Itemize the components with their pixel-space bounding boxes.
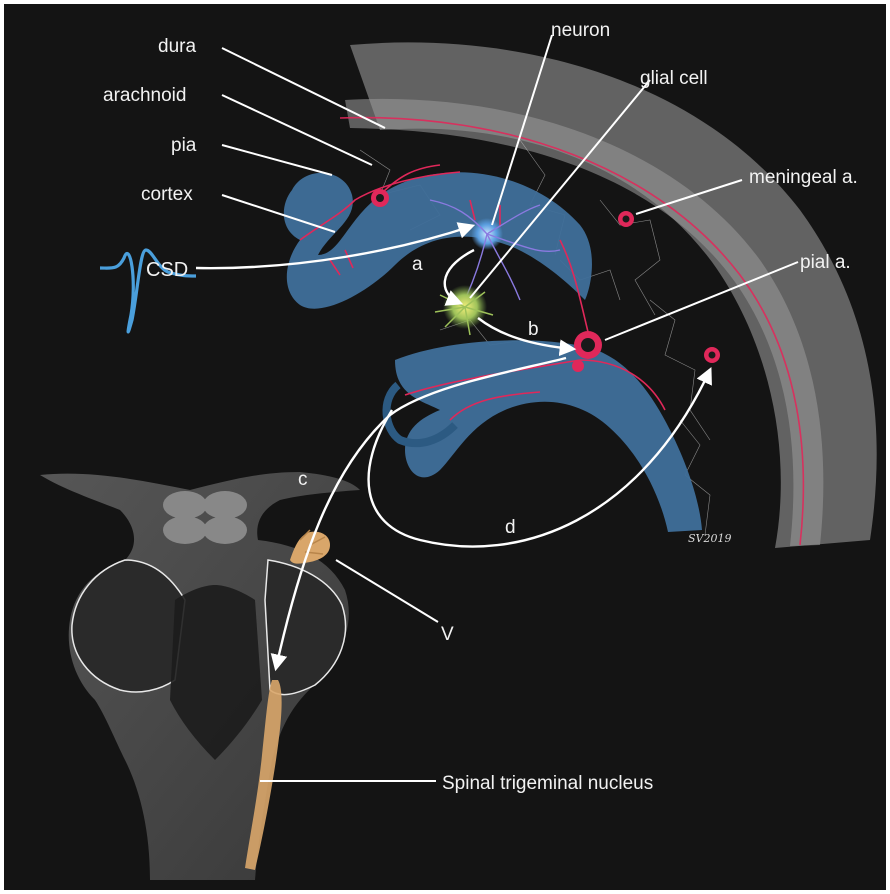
label-meningeal-artery: meningeal a. [749, 167, 858, 188]
label-pathway-d: d [505, 517, 516, 538]
label-cortex: cortex [141, 184, 193, 205]
artist-signature: SV2019 [688, 532, 731, 545]
label-pathway-c: c [298, 469, 308, 490]
label-trigeminal-nerve-v: V [441, 624, 454, 645]
label-arachnoid: arachnoid [103, 85, 186, 106]
label-csd: CSD [146, 259, 188, 281]
label-pathway-b: b [528, 319, 539, 340]
label-pial-artery: pial a. [800, 252, 851, 273]
label-spinal-trigeminal-nucleus: Spinal trigeminal nucleus [442, 773, 653, 794]
label-glial-cell: glial cell [640, 68, 708, 89]
label-pathway-a: a [412, 254, 423, 275]
glial-cell [435, 285, 493, 335]
label-neuron: neuron [551, 20, 610, 41]
label-pia: pia [171, 135, 197, 156]
label-dura: dura [158, 36, 196, 57]
